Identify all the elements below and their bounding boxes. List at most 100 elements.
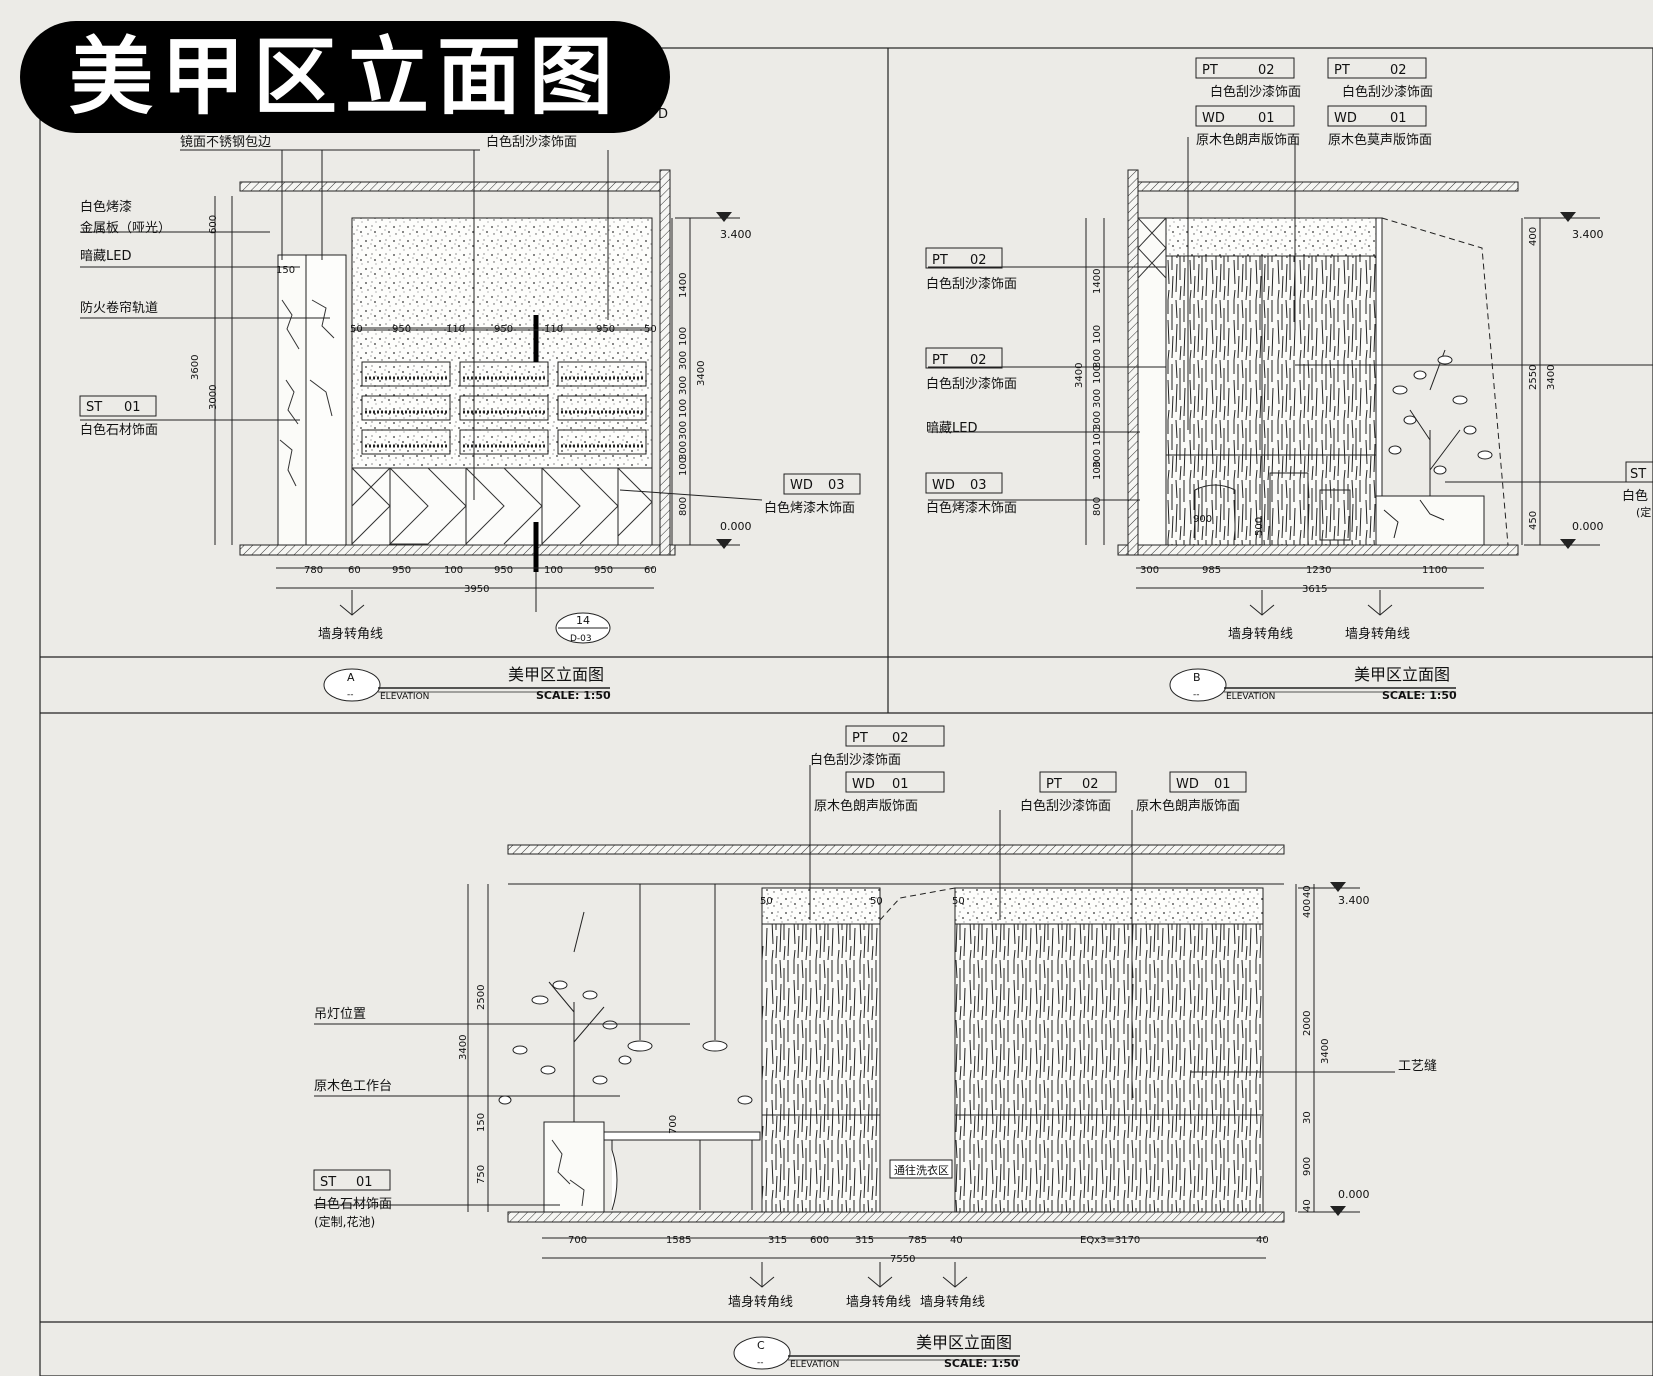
dims-top-a: 50 950 110 950 110 950 50 (350, 324, 657, 335)
svg-text:400: 400 (1302, 899, 1313, 918)
svg-text:800: 800 (1092, 497, 1103, 516)
dims-right-b: 400 2550 450 3400 (1528, 227, 1557, 530)
svg-text:315: 315 (855, 1235, 874, 1246)
sheet-frame (39, 47, 1653, 1376)
svg-text:01: 01 (1214, 777, 1231, 792)
svg-text:900: 900 (1302, 1157, 1313, 1176)
svg-text:400: 400 (1528, 227, 1539, 246)
svg-text:110: 110 (544, 324, 563, 335)
svg-text:白色: 白色 (1622, 488, 1648, 504)
svg-text:EQx3=3170: EQx3=3170 (1080, 1235, 1140, 1246)
st-code: ST (86, 400, 102, 415)
svg-text:300: 300 (678, 351, 689, 370)
level-top: 3.400 (720, 228, 752, 241)
svg-text:100: 100 (444, 565, 463, 576)
text-layer-a: 镜面不锈钢包边 白色刮沙漆饰面 D 白色烤漆 金属板（哑光） 暗藏LED 防火卷… (79, 107, 861, 702)
svg-text:白色烤漆木饰面: 白色烤漆木饰面 (926, 500, 1017, 516)
dims-right-c: 40 400 2000 30 900 40 3400 (1302, 885, 1331, 1212)
svg-text:02: 02 (970, 353, 987, 368)
callout-pt-note: 白色刮沙漆饰面 (486, 134, 577, 150)
title-letter-a: A (347, 671, 355, 684)
svg-text:950: 950 (392, 324, 411, 335)
svg-text:01: 01 (1390, 111, 1407, 126)
svg-text:白色刮沙漆饰面: 白色刮沙漆饰面 (926, 276, 1017, 292)
svg-text:150: 150 (476, 1113, 487, 1132)
svg-text:50: 50 (870, 896, 883, 907)
desk-label: 原木色工作台 (314, 1078, 392, 1094)
svg-text:450: 450 (1528, 511, 1539, 530)
dims-left-c: 2500 150 750 3400 700 (458, 985, 679, 1184)
svg-text:60: 60 (644, 565, 657, 576)
svg-text:600: 600 (810, 1235, 829, 1246)
title-banner: 美甲区立面图 (20, 21, 670, 133)
callout-paint-2: 金属板（哑光） (80, 220, 171, 236)
svg-text:02: 02 (1390, 63, 1407, 78)
svg-text:02: 02 (1258, 63, 1275, 78)
svg-text:原木色莫声版饰面: 原木色莫声版饰面 (1328, 132, 1432, 148)
elevation-b (928, 137, 1653, 702)
dims-left-b: 1400 100 300 100 300 300 100 300 100 800… (1074, 269, 1265, 536)
svg-text:40: 40 (1256, 1235, 1269, 1246)
svg-text:300: 300 (1092, 389, 1103, 408)
svg-text:02: 02 (892, 731, 909, 746)
area-label: 通往洗衣区 (894, 1163, 949, 1177)
wd-code: WD (790, 478, 813, 493)
svg-text:PT: PT (1046, 777, 1062, 792)
svg-text:白色刮沙漆饰面: 白色刮沙漆饰面 (1210, 84, 1301, 100)
dims-left-a: 600 150 3000 3600 (190, 215, 295, 410)
svg-text:PT: PT (1202, 63, 1218, 78)
svg-text:01: 01 (1258, 111, 1275, 126)
svg-text:150: 150 (276, 265, 295, 276)
svg-text:300: 300 (1092, 411, 1103, 430)
svg-text:白色刮沙漆饰面: 白色刮沙漆饰面 (1020, 798, 1111, 814)
svg-text:40: 40 (950, 1235, 963, 1246)
svg-text:300: 300 (678, 441, 689, 460)
svg-text:3400: 3400 (458, 1035, 469, 1060)
svg-text:3.400: 3.400 (1572, 228, 1604, 241)
svg-text:3400: 3400 (1320, 1039, 1331, 1064)
svg-text:WD: WD (1202, 111, 1225, 126)
svg-text:B: B (1193, 671, 1201, 684)
callout-paint-1: 白色烤漆 (80, 199, 132, 215)
svg-text:300: 300 (1092, 449, 1103, 468)
svg-text:50: 50 (350, 324, 363, 335)
svg-text:C: C (757, 1339, 765, 1352)
svg-text:02: 02 (970, 253, 987, 268)
svg-text:WD: WD (1334, 111, 1357, 126)
svg-text:300: 300 (1140, 565, 1159, 576)
svg-text:美甲区立面图: 美甲区立面图 (1354, 665, 1450, 684)
svg-text:800: 800 (678, 497, 689, 516)
svg-text:白色石材饰面: 白色石材饰面 (314, 1196, 392, 1212)
svg-text:ELEVATION: ELEVATION (790, 1360, 839, 1370)
svg-text:950: 950 (594, 565, 613, 576)
wall-corner-c2: 墙身转角线 (846, 1294, 911, 1310)
svg-text:3615: 3615 (1302, 584, 1327, 595)
svg-text:100: 100 (1092, 427, 1103, 446)
dims-top-c: 50 50 50 (760, 896, 965, 907)
level-bottom: 0.000 (720, 520, 752, 533)
svg-text:01: 01 (892, 777, 909, 792)
dims-right-a: 1400 100 300 300 100 300 300 100 800 340… (678, 273, 707, 516)
svg-text:315: 315 (768, 1235, 787, 1246)
svg-text:110: 110 (446, 324, 465, 335)
elevation-label-a: ELEVATION (380, 692, 429, 702)
text-layer-c: PT 02 白色刮沙漆饰面 WD 01 原木色朗声版饰面 PT 02 白色刮沙漆… (313, 725, 1437, 1370)
svg-text:100: 100 (678, 399, 689, 418)
title-a: 美甲区立面图 (508, 665, 604, 684)
svg-text:750: 750 (476, 1165, 487, 1184)
wall-corner-c3: 墙身转角线 (920, 1294, 985, 1310)
lamp-label: 吊灯位置 (314, 1007, 366, 1022)
svg-text:PT: PT (932, 253, 948, 268)
svg-text:950: 950 (494, 324, 513, 335)
svg-text:60: 60 (348, 565, 361, 576)
wall-corner-b1: 墙身转角线 (1228, 626, 1293, 642)
svg-text:02: 02 (1082, 777, 1099, 792)
svg-text:PT: PT (1334, 63, 1350, 78)
svg-text:2550: 2550 (1528, 365, 1539, 390)
st-num: 01 (124, 400, 141, 415)
svg-text:300: 300 (678, 376, 689, 395)
svg-text:50: 50 (760, 896, 773, 907)
svg-text:3400: 3400 (1546, 365, 1557, 390)
svg-text:100: 100 (1092, 461, 1103, 480)
wd-note: 白色烤漆木饰面 (764, 500, 855, 516)
